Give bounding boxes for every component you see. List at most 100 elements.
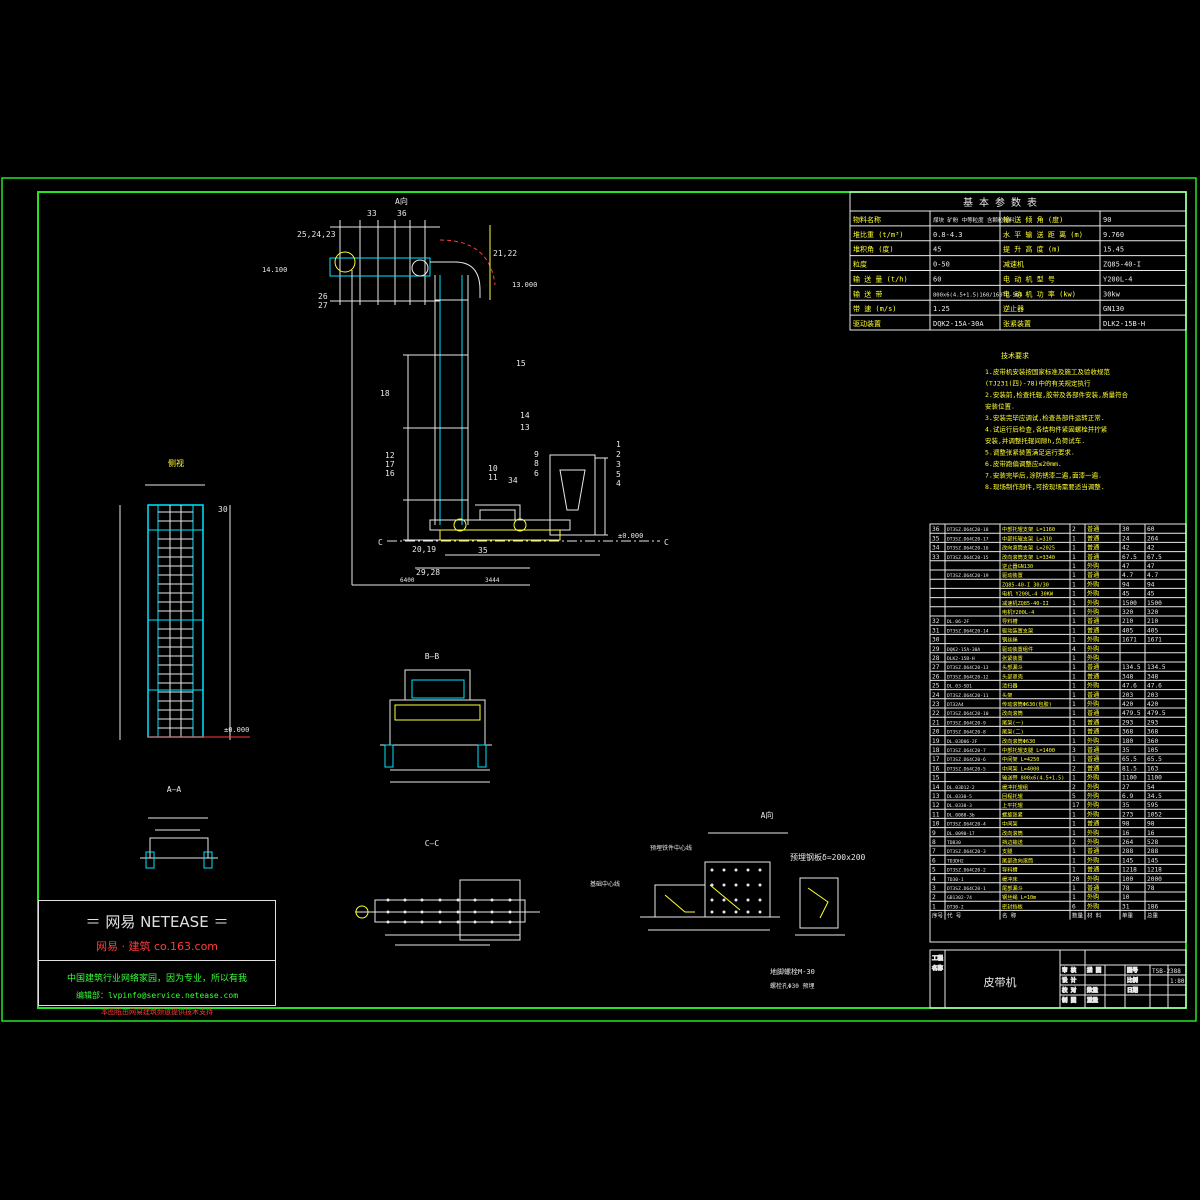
param-cell: 45 — [933, 246, 941, 254]
section-cc-title: C—C — [425, 839, 440, 848]
callout-8: 8 — [534, 459, 539, 468]
bom-cell: 10 — [1122, 894, 1130, 901]
main-elevation-view: A向 — [262, 196, 669, 586]
callout-12: 12 — [385, 451, 395, 460]
title-block-label: 名称 — [932, 964, 944, 972]
bom-cell: 中部托辊支架 L=310 — [1002, 534, 1052, 542]
bom-cell: 14 — [932, 784, 940, 791]
bom-cell: 28 — [932, 655, 940, 662]
bom-cell: 中间架 L=4000 — [1002, 764, 1039, 772]
bom-cell: 98 — [1122, 821, 1130, 828]
bolt-hole — [710, 868, 714, 872]
bom-cell: 320 — [1147, 609, 1158, 616]
bom-cell: 35 — [932, 535, 940, 542]
bom-cell: 改向滚筒Φ630 — [1002, 737, 1035, 745]
detail-note-plate: 预埋钢板δ=200x200 — [790, 852, 866, 862]
bom-cell: 1 — [1072, 848, 1076, 855]
bom-cell: 1 — [1072, 830, 1076, 837]
callout-17: 17 — [385, 460, 395, 469]
bom-cell: 145 — [1122, 857, 1133, 864]
bom-cell: 4 — [932, 876, 936, 883]
bolt-hole — [710, 883, 714, 887]
bom-cell: 1100 — [1147, 775, 1162, 782]
bom-cell: 78 — [1122, 885, 1130, 892]
bom-cell: DT3SZ.D64C20-1 — [947, 886, 986, 892]
bom-cell: 回程托辊 — [1002, 792, 1023, 800]
bom-cell: 缓冲床 — [1002, 875, 1018, 883]
bom-cell: 35 — [1122, 747, 1130, 754]
bolt-hole — [473, 910, 477, 914]
dim-6400: 6400 — [400, 577, 415, 584]
bolt-hole — [473, 920, 477, 924]
bom-cell: 34 — [932, 545, 940, 552]
tech-requirements-title: 技术要求 — [1001, 351, 1029, 360]
bom-cell: DT3SZ.D64C20-19 — [947, 573, 989, 579]
bom-cell: 4.7 — [1122, 572, 1133, 579]
bolt-hole — [746, 883, 750, 887]
bom-cell: 186 — [1147, 903, 1158, 910]
bom-cell: 电机Y200L-4 — [1002, 608, 1034, 616]
bom-cell: 1671 — [1147, 637, 1162, 644]
bom-cell: 12 — [932, 802, 940, 809]
callout-4: 4 — [616, 479, 621, 488]
param-cell: 输 送 倾 角 (度) — [1003, 215, 1063, 224]
param-cell: 逆止器 — [1003, 304, 1024, 313]
bom-cell: 288 — [1147, 848, 1158, 855]
bom-cell: 普通 — [1087, 626, 1099, 634]
bom-cell: 1 — [1072, 710, 1076, 717]
bolt-hole — [722, 883, 726, 887]
param-cell: 输 送 量 (t/h) — [853, 274, 908, 283]
bom-cell: 134.5 — [1122, 664, 1141, 671]
bom-cell: 1 — [1072, 600, 1076, 607]
bom-cell: 78 — [1147, 885, 1155, 892]
side-callout-30: 30 — [218, 505, 228, 514]
stamp-site[interactable]: 网易 · 建筑 co.163.com — [95, 940, 219, 953]
bom-cell: 外购 — [1087, 737, 1099, 745]
bom-cell: 405 — [1122, 627, 1133, 634]
bom-cell: 输送带 800x6(4.5+1.5) — [1002, 774, 1064, 782]
callout-18: 18 — [380, 389, 390, 398]
bom-cell: 65.5 — [1147, 756, 1162, 763]
bom-cell: 张紧装置 — [1002, 654, 1023, 662]
bom-cell: 320 — [1122, 609, 1133, 616]
bom-cell: 外购 — [1087, 856, 1099, 864]
callout-10: 10 — [488, 464, 498, 473]
section-cc: C—C — [355, 839, 540, 946]
bom-cell: 81.5 — [1122, 765, 1137, 772]
bom-cell: 1 — [1072, 563, 1076, 570]
bolt-hole — [508, 910, 512, 914]
param-cell: 输 送 带 — [853, 289, 882, 298]
bom-cell: 外购 — [1087, 792, 1099, 800]
callout-11: 11 — [488, 473, 498, 482]
param-cell: 带 速 (m/s) — [853, 305, 897, 313]
bom-cell: 163 — [1147, 765, 1158, 772]
title-block-label: 图号 — [1127, 966, 1139, 974]
bom-cell: 293 — [1147, 719, 1158, 726]
bom-cell: 45 — [1122, 591, 1130, 598]
bolt-hole — [508, 920, 512, 924]
bom-cell: 42 — [1147, 545, 1155, 552]
parameter-table: 基 本 参 数 表 物料名称煤块 矿粉 中等粒度 含颗粒物料输 送 倾 角 (度… — [849, 191, 1187, 331]
bom-cell: 改向滚筒支架 L=2025 — [1002, 544, 1055, 552]
bom-cell: 中部托辊支架 L=1160 — [1002, 525, 1055, 533]
bom-cell: 普通 — [1087, 728, 1099, 736]
bom-cell: 293 — [1122, 719, 1133, 726]
bom-cell: 1 — [1072, 775, 1076, 782]
elev-ground: ±0.000 — [618, 532, 643, 540]
bom-cell: 8 — [932, 839, 936, 846]
callout-26: 26 — [318, 292, 328, 301]
param-cell: 电 动 机 功 率 (kw) — [1003, 289, 1076, 298]
tech-requirement-line: 7.安装完毕后,涂防锈漆二遍,面漆一遍. — [985, 471, 1102, 480]
stamp-email[interactable]: 编辑部：lvpinfo@service.netease.com — [75, 991, 239, 1000]
bom-cell: 头部罩壳 — [1002, 672, 1023, 680]
bom-cell: 1 — [1072, 701, 1076, 708]
bom-cell: 67.5 — [1147, 554, 1162, 561]
bom-cell: 1 — [1072, 692, 1076, 699]
bolt-hole — [508, 898, 512, 902]
bom-cell: 导料槽 — [1002, 617, 1018, 625]
detail-note-embed: 预埋铁件中心线 — [650, 844, 692, 852]
title-block-label: 描 图 — [1087, 966, 1102, 974]
dim-3444: 3444 — [485, 577, 500, 584]
bom-cell: 47 — [1147, 563, 1155, 570]
bom-cell: 6 — [1072, 903, 1076, 910]
